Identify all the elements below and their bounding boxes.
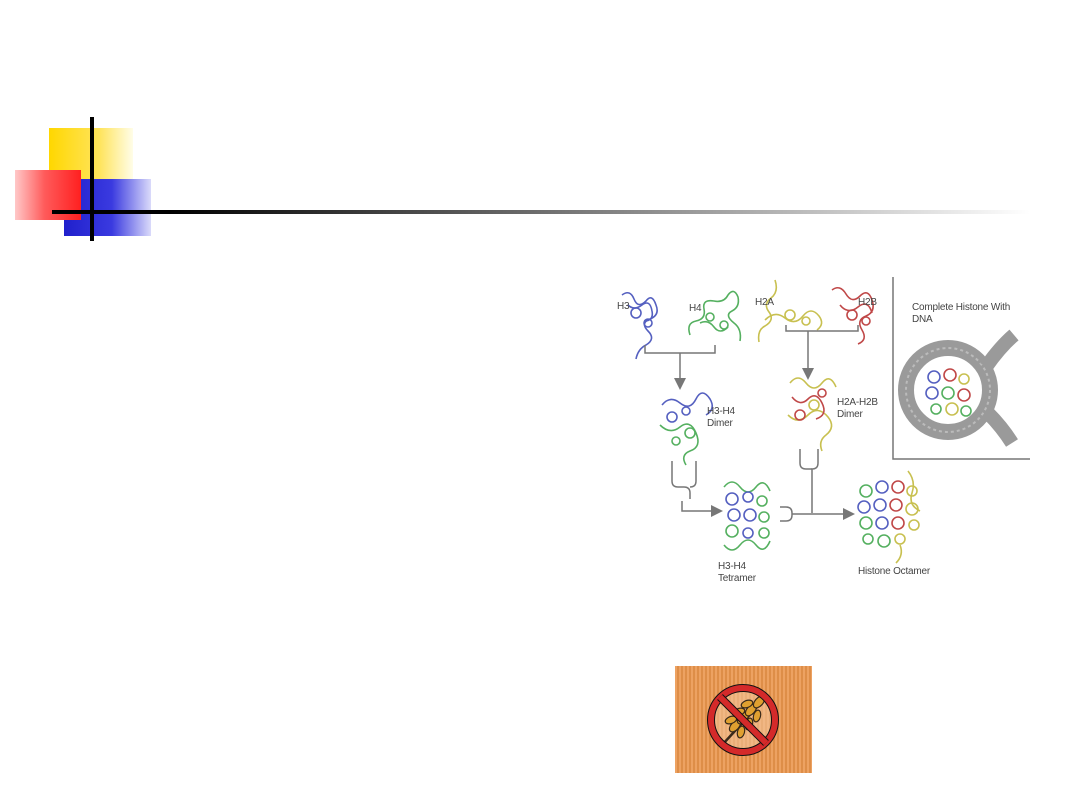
vertical-rule <box>90 117 94 241</box>
label-h2a: H2A <box>755 297 774 308</box>
label-complete-line2: DNA <box>912 314 933 325</box>
h3h4-dimer <box>659 392 714 466</box>
title-underline <box>52 210 1030 214</box>
histone-octamer <box>857 470 921 564</box>
label-tetramer: H3-H4 Tetramer <box>718 561 756 585</box>
label-complete-line1: Complete Histone With <box>912 302 1011 313</box>
nucleosome-with-dna <box>898 329 1019 447</box>
label-h2b: H2B <box>858 297 877 308</box>
h3-monomer <box>621 291 658 360</box>
label-h3: H3 <box>617 301 630 312</box>
label-h2ah2b-dimer-line2: Dimer <box>837 409 863 420</box>
label-h2ah2b-dimer-line1: H2A-H2B <box>837 397 878 408</box>
h2a-monomer <box>757 279 823 343</box>
label-tetramer-line1: H3-H4 <box>718 561 746 572</box>
no-gluten-symbol <box>707 684 779 756</box>
label-tetramer-line2: Tetramer <box>718 573 756 584</box>
label-h4: H4 <box>689 303 702 314</box>
label-complete-histone: Complete Histone With DNA <box>912 302 1010 326</box>
label-h2ah2b-dimer: H2A-H2B Dimer <box>837 397 878 421</box>
h4-monomer <box>688 290 742 342</box>
prohibition-icon <box>707 684 779 756</box>
label-h3h4-dimer: H3-H4 Dimer <box>707 406 735 430</box>
no-gluten-icon <box>675 666 812 773</box>
label-octamer: Histone Octamer <box>858 566 931 577</box>
h2ah2b-dimer <box>787 377 837 452</box>
label-h3h4-dimer-line2: Dimer <box>707 418 733 429</box>
h2b-monomer <box>831 286 874 345</box>
h3h4-tetramer <box>723 481 771 551</box>
label-h3h4-dimer-line1: H3-H4 <box>707 406 735 417</box>
histone-diagram-graphics <box>621 277 1030 564</box>
histone-diagram: H3 H4 H2A H2B H3-H4 Dimer H2A-H2B Dimer … <box>600 265 1040 600</box>
